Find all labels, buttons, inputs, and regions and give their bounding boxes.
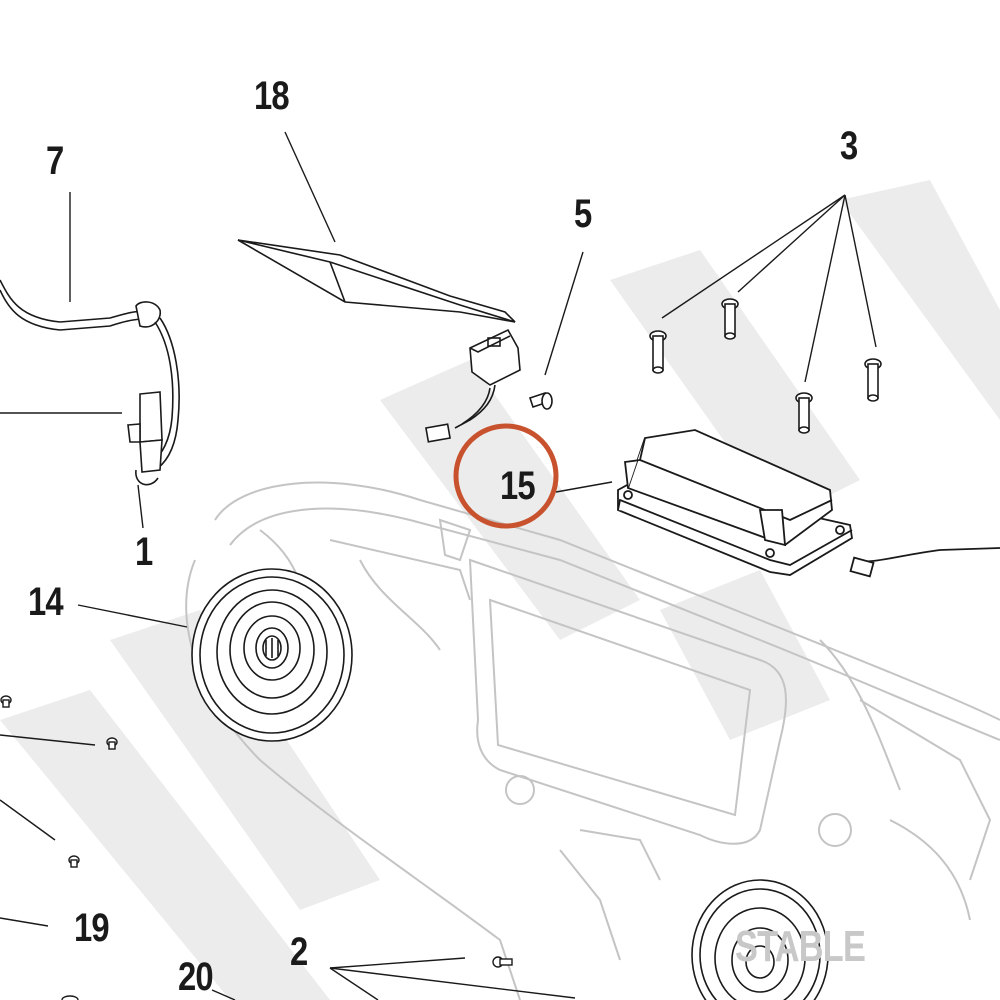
callout-15: 15 (500, 464, 536, 508)
part-7-cable (0, 279, 180, 486)
callout-14: 14 (28, 580, 64, 624)
fasteners (0, 695, 513, 1000)
callout-1: 1 (135, 530, 153, 574)
highlight-ring (453, 423, 559, 529)
callout-18: 18 (254, 74, 290, 118)
leader-lines (0, 131, 877, 1000)
watermark-text: STABLE (735, 922, 866, 971)
callout-7: 7 (46, 139, 64, 183)
callout-19: 19 (74, 906, 110, 950)
part-3-bolts (649, 298, 882, 434)
part-5-screw (528, 391, 553, 410)
callout-5: 5 (574, 192, 592, 236)
part-15-module (617, 429, 1000, 578)
part-14-speaker (191, 568, 353, 742)
part-18-bracket (237, 239, 521, 443)
callout-20: 20 (178, 955, 214, 999)
callout-2: 2 (290, 930, 308, 974)
callout-3: 3 (840, 124, 858, 168)
speaker-bottom (691, 879, 829, 1000)
